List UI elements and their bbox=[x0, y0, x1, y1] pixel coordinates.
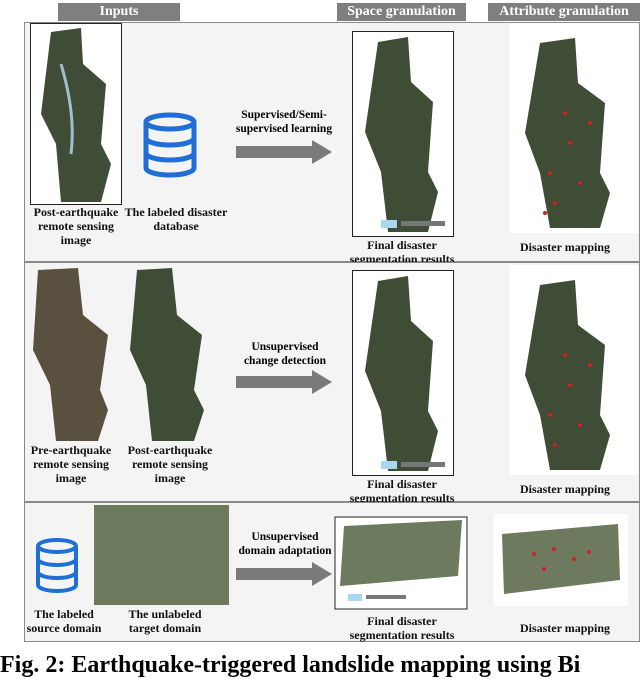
disaster-map-image-2 bbox=[510, 265, 638, 475]
label-change-detection: Unsupervised change detection bbox=[243, 341, 327, 367]
label-disaster-mapping: Disaster mapping bbox=[519, 240, 611, 254]
database-icon bbox=[143, 112, 197, 178]
post-earthquake-image-2 bbox=[130, 268, 204, 441]
label-supervised-learning: Supervised/Semi-supervised learning bbox=[235, 109, 333, 135]
label-target-domain: The unlabeled target domain bbox=[128, 607, 202, 635]
disaster-map-image bbox=[510, 23, 638, 233]
segmentation-result-image-3 bbox=[334, 516, 468, 610]
database-icon bbox=[36, 538, 78, 593]
label-domain-adaptation: Unsupervised domain adaptation bbox=[238, 531, 332, 557]
header-space-granulation: Space granulation bbox=[337, 3, 466, 21]
target-domain-image bbox=[94, 505, 229, 605]
label-labeled-database: The labeled disaster database bbox=[124, 205, 228, 233]
segmentation-result-image bbox=[352, 31, 454, 237]
label-post-earthquake: Post-earthquake remote sensing image bbox=[33, 205, 119, 247]
label-segmentation-results-3: Final disaster segmentation results bbox=[349, 614, 455, 642]
label-pre-earthquake: Pre-earthquake remote sensing image bbox=[30, 443, 112, 485]
arrow-icon bbox=[236, 370, 332, 394]
label-disaster-mapping-2: Disaster mapping bbox=[519, 482, 611, 496]
header-inputs: Inputs bbox=[58, 3, 180, 21]
label-source-domain: The labeled source domain bbox=[26, 607, 102, 635]
segmentation-result-image-2 bbox=[352, 270, 454, 476]
disaster-map-image-3 bbox=[494, 514, 628, 606]
arrow-icon bbox=[236, 562, 332, 586]
figure-caption: Fig. 2: Earthquake-triggered landslide m… bbox=[0, 652, 581, 678]
header-attribute-granulation: Attribute granulation bbox=[488, 3, 640, 21]
label-segmentation-results-2: Final disaster segmentation results bbox=[349, 477, 455, 505]
arrow-icon bbox=[236, 140, 332, 164]
pre-earthquake-image bbox=[33, 268, 108, 441]
post-earthquake-image bbox=[30, 23, 122, 205]
label-post-earthquake-2: Post-earthquake remote sensing image bbox=[127, 443, 213, 485]
label-disaster-mapping-3: Disaster mapping bbox=[519, 621, 611, 635]
